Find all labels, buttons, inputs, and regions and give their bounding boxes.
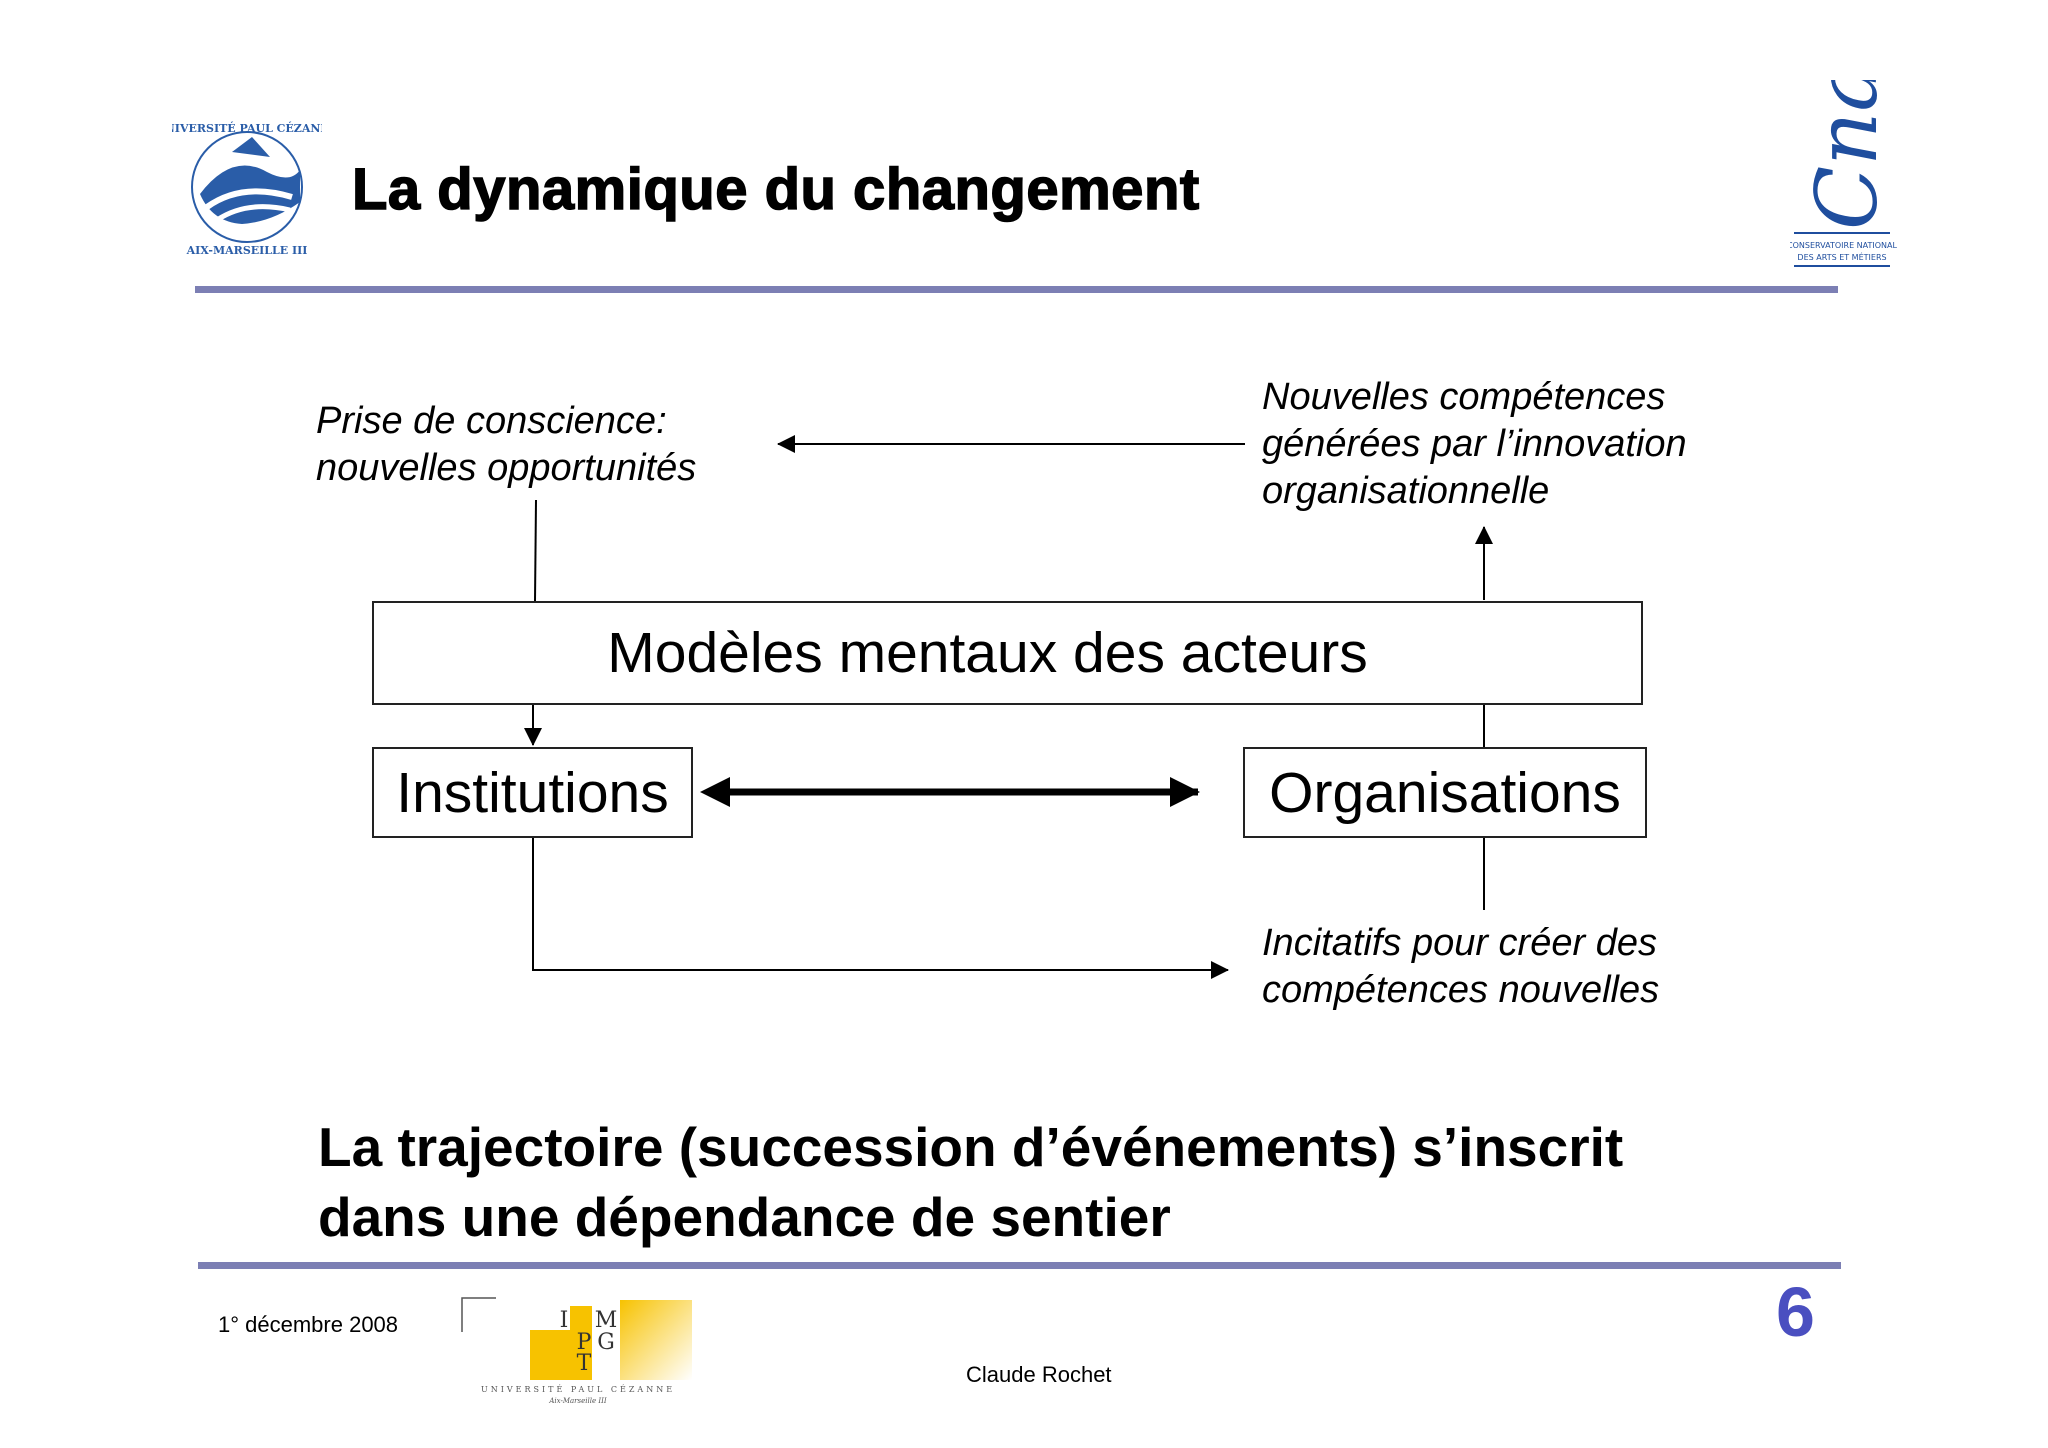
box-mental-models-label: Modèles mentaux des acteurs <box>607 621 1368 685</box>
note-incentives-line-2: compétences nouvelles <box>1262 969 1660 1011</box>
university-logo-graphic: UNIVERSITÉ PAUL CÉZANNE AIX-MARSEILLE II… <box>172 121 322 257</box>
university-logo: UNIVERSITÉ PAUL CÉZANNE AIX-MARSEILLE II… <box>172 112 322 262</box>
note-incentives-line-1: Incitatifs pour créer des <box>1262 922 1657 964</box>
svg-text:Aix-Marseille III: Aix-Marseille III <box>548 1397 607 1405</box>
svg-text:UNIVERSITÉ PAUL CÉZANNE: UNIVERSITÉ PAUL CÉZANNE <box>172 121 322 135</box>
page-title: La dynamique du changement <box>351 156 1200 223</box>
box-institutions-label: Institutions <box>396 760 669 825</box>
impgt-logo: I M P G T UNIVERSITÉ PAUL CÉZANNE Aix-Ma… <box>460 1296 696 1406</box>
svg-text:UNIVERSITÉ PAUL CÉZANNE: UNIVERSITÉ PAUL CÉZANNE <box>481 1385 675 1394</box>
note-awareness: Prise de conscience: nouvelles opportuni… <box>316 398 696 492</box>
svg-text:CONSERVATOIRE NATIONAL: CONSERVATOIRE NATIONAL <box>1790 241 1898 250</box>
box-organisations-label: Organisations <box>1269 760 1621 825</box>
box-institutions: Institutions <box>372 747 693 838</box>
note-new-competences-line-2: générées par l’innovation <box>1262 423 1687 465</box>
svg-text:Cnam: Cnam <box>1798 80 1896 230</box>
footer-date: 1° décembre 2008 <box>218 1312 399 1337</box>
svg-text:M: M <box>595 1308 618 1333</box>
note-awareness-line-2: nouvelles opportunités <box>316 447 697 489</box>
conclusion-line-1: La trajectoire (succession d’événements)… <box>318 1116 1624 1178</box>
conclusion-line-2: dans une dépendance de sentier <box>318 1186 1171 1248</box>
svg-text:T: T <box>577 1351 592 1376</box>
impgt-logo-graphic: I M P G T UNIVERSITÉ PAUL CÉZANNE Aix-Ma… <box>461 1297 692 1405</box>
arrow-institutions-to-incentives <box>532 838 1229 979</box>
footer-rule <box>198 1262 1841 1269</box>
page-number: 6 <box>1776 1273 1815 1351</box>
note-incentives: Incitatifs pour créer des compétences no… <box>1262 920 1659 1014</box>
note-new-competences: Nouvelles compétences générées par l’inn… <box>1262 374 1687 515</box>
double-arrow-left-head <box>700 777 730 807</box>
svg-text:AIX-MARSEILLE III: AIX-MARSEILLE III <box>186 244 308 257</box>
note-new-competences-line-1: Nouvelles compétences <box>1262 376 1666 418</box>
box-mental-models: Modèles mentaux des acteurs <box>372 601 1643 705</box>
svg-text:DES ARTS ET MÉTIERS: DES ARTS ET MÉTIERS <box>1797 251 1886 262</box>
footer-author: Claude Rochet <box>966 1362 1112 1387</box>
note-awareness-line-1: Prise de conscience: <box>316 400 667 442</box>
connector-note-to-mental <box>534 499 537 602</box>
note-new-competences-line-3: organisationnelle <box>1262 470 1550 512</box>
box-organisations: Organisations <box>1243 747 1647 838</box>
conclusion-text: La trajectoire (succession d’événements)… <box>318 1112 1623 1252</box>
cnam-logo: Cnam CONSERVATOIRE NATIONAL DES ARTS ET … <box>1790 80 1900 270</box>
cnam-logo-graphic: Cnam CONSERVATOIRE NATIONAL DES ARTS ET … <box>1790 80 1898 267</box>
svg-text:G: G <box>597 1330 615 1355</box>
header-rule <box>195 286 1838 293</box>
svg-text:I: I <box>560 1308 569 1333</box>
svg-text:P: P <box>577 1330 592 1355</box>
